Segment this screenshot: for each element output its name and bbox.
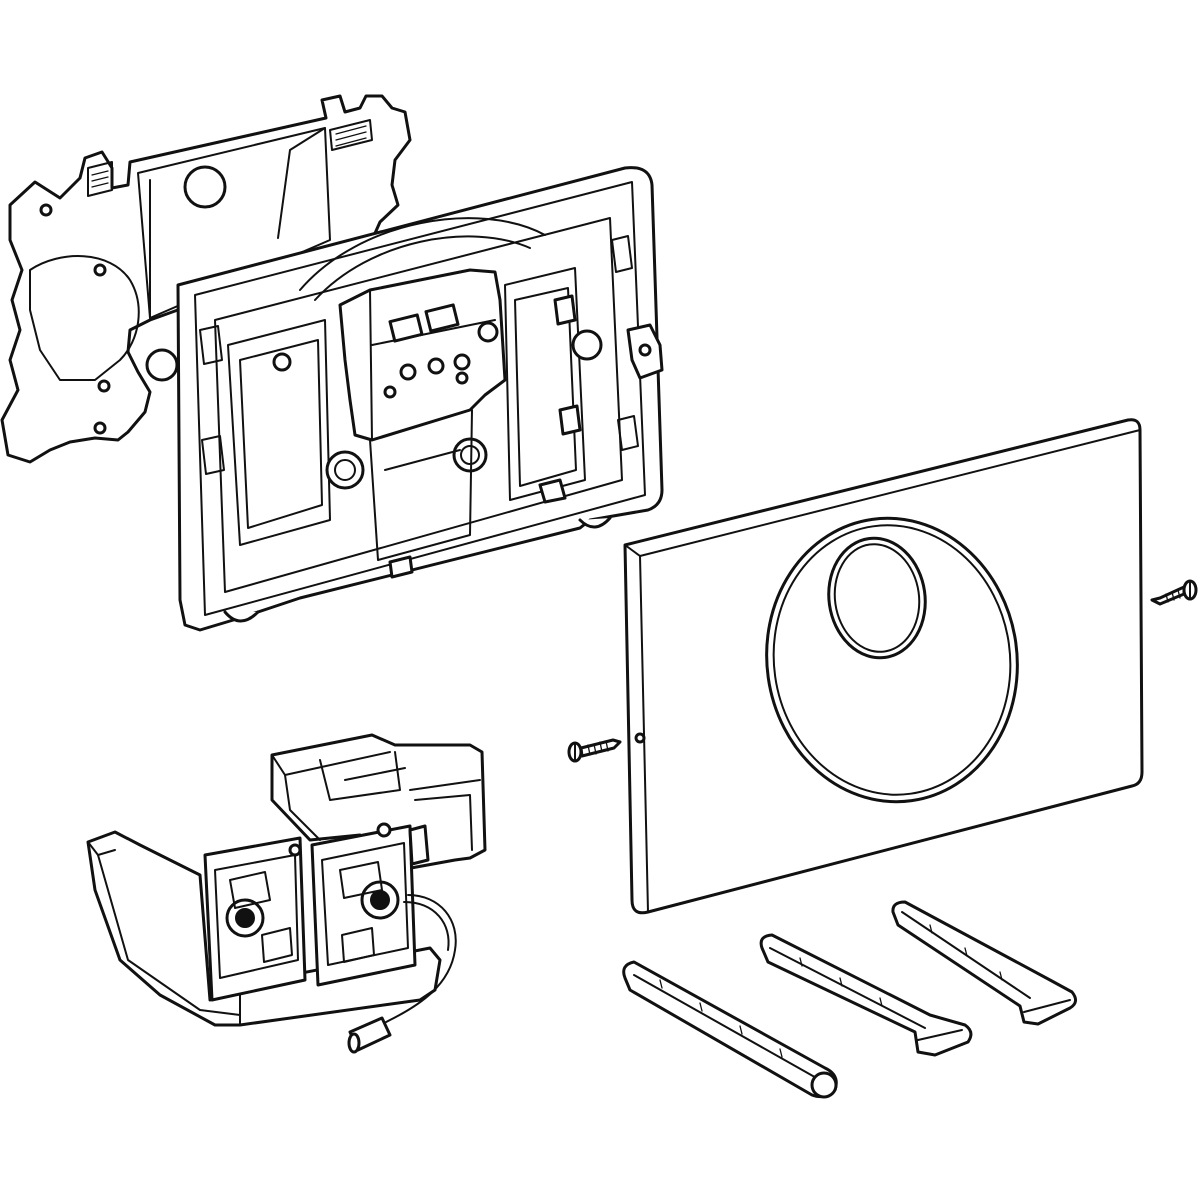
actuator-plate [623,418,1144,915]
sensor-window-icon [827,536,927,660]
plate-screw [1150,579,1198,606]
connecting-rod [622,960,838,1099]
plate-screw [567,738,622,763]
connecting-rod [891,900,1077,1026]
connecting-rod [759,933,973,1057]
mounting-frame [176,166,664,632]
template-cable-hole-icon [183,165,227,209]
sensor-electronics-module [86,733,487,1054]
